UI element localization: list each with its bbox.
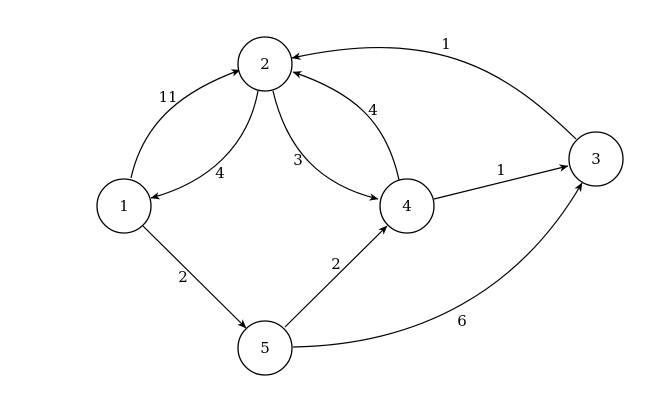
node-2-label: 2 bbox=[260, 55, 270, 73]
node-5-label: 5 bbox=[260, 339, 270, 357]
nodes: 1 2 3 4 5 bbox=[96, 36, 624, 376]
node-5: 5 bbox=[237, 320, 293, 376]
edge-1-5-weight: 2 bbox=[178, 268, 188, 286]
edge-4-3-weight: 1 bbox=[496, 161, 506, 179]
edge-5-3-weight: 6 bbox=[457, 312, 467, 330]
edge-4-2: 4 bbox=[292, 71, 400, 181]
edge-5-4: 2 bbox=[284, 225, 388, 328]
edge-4-3: 1 bbox=[433, 161, 569, 200]
edges: 11 4 3 4 1 1 2 2 bbox=[130, 35, 583, 348]
node-4: 4 bbox=[379, 178, 435, 234]
edge-2-1-weight: 4 bbox=[215, 164, 225, 182]
edge-1-2-weight: 11 bbox=[158, 88, 177, 106]
node-1: 1 bbox=[96, 178, 152, 234]
edge-2-4-weight: 3 bbox=[293, 151, 303, 169]
edge-2-4: 3 bbox=[272, 90, 379, 201]
edge-4-2-weight: 4 bbox=[368, 101, 378, 119]
edge-1-2: 11 bbox=[130, 69, 241, 179]
node-3: 3 bbox=[568, 131, 624, 187]
node-1-label: 1 bbox=[119, 197, 129, 215]
node-3-label: 3 bbox=[591, 150, 601, 168]
edge-1-5: 2 bbox=[142, 225, 247, 329]
node-2: 2 bbox=[237, 36, 293, 92]
edge-5-3: 6 bbox=[292, 182, 583, 348]
edge-3-2: 1 bbox=[291, 35, 577, 140]
edge-5-4-weight: 2 bbox=[331, 255, 341, 273]
edge-2-1: 4 bbox=[150, 90, 259, 200]
edge-3-2-weight: 1 bbox=[441, 35, 451, 53]
node-4-label: 4 bbox=[402, 197, 412, 215]
